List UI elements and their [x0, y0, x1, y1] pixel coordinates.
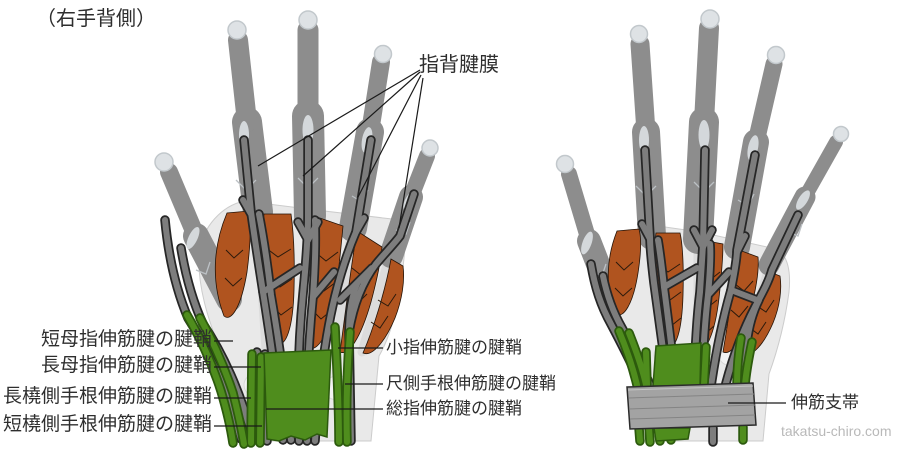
right-hand-illustration	[555, 9, 850, 447]
fingernail	[154, 152, 174, 172]
leader-lines	[214, 69, 786, 427]
label-dorsal-aponeurosis: 指背腱膜	[419, 54, 499, 76]
site-watermark: takatsu-chiro.com	[781, 423, 892, 439]
label-extensor-pollicis-brevis-sheath: 短母指伸筋腱の腱鞘	[40, 329, 212, 350]
view-note-label: （右手背側）	[36, 8, 156, 30]
sheath-patch-below-band	[653, 427, 691, 442]
label-extensor-pollicis-longus-sheath: 長母指伸筋腱の腱鞘	[40, 355, 212, 376]
fingernail	[298, 10, 318, 30]
fingernail	[555, 154, 575, 174]
extensor-retinaculum-band	[626, 382, 757, 430]
left-hand-illustration	[154, 10, 439, 449]
label-extensor-carpi-radialis-longus-sheath: 長橈側手根伸筋腱の腱鞘	[2, 386, 212, 407]
common-extensor-sheath-patch	[652, 342, 702, 387]
label-extensor-carpi-ulnaris-sheath: 尺側手根伸筋腱の腱鞘	[386, 374, 556, 393]
label-extensor-digitorum-sheath: 総指伸筋腱の腱鞘	[386, 399, 522, 418]
fingernail	[629, 24, 649, 44]
common-extensor-sheath-patch	[263, 349, 332, 442]
label-extensor-digiti-minimi-sheath: 小指伸筋腱の腱鞘	[386, 338, 522, 357]
label-extensor-retinaculum: 伸筋支帯	[791, 393, 859, 412]
fingernail	[700, 9, 720, 29]
fingernail	[373, 44, 393, 64]
label-extensor-carpi-radialis-brevis-sheath: 短橈側手根伸筋腱の腱鞘	[2, 414, 212, 435]
fingernail	[832, 125, 850, 143]
fingernail	[421, 139, 439, 157]
tendon-sheaths-green	[184, 312, 353, 447]
fingernail	[766, 45, 786, 65]
fingernail	[227, 20, 247, 40]
